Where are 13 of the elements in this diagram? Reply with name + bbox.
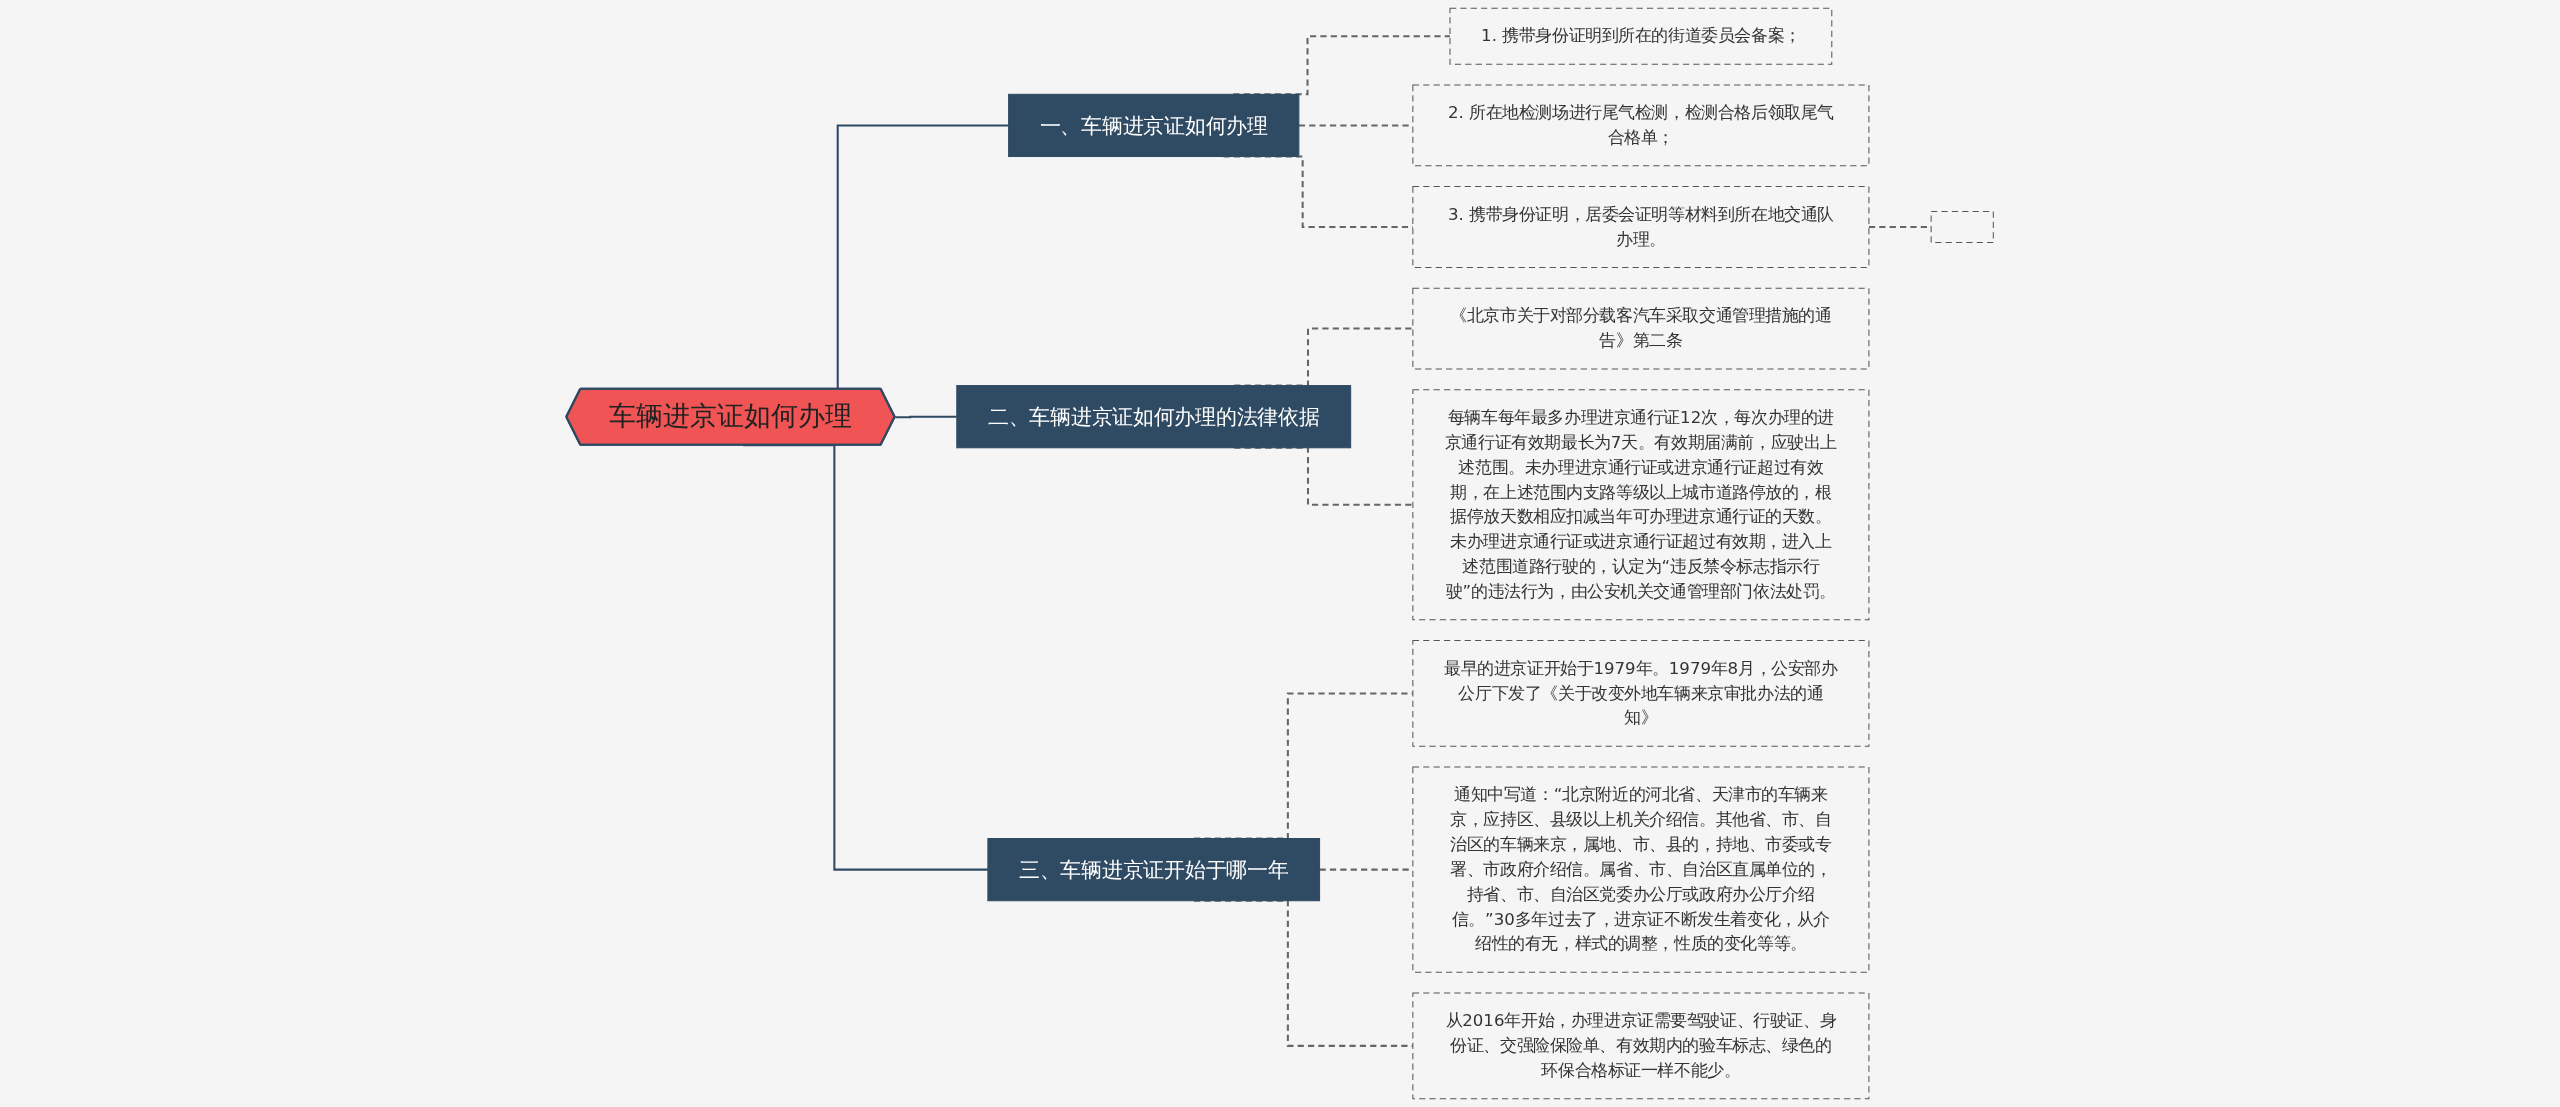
node-box: 1. 携带身份证明到所在的街道委员会备案； [1449, 7, 1833, 65]
node-box: 三、车辆进京证开始于哪一年 [987, 838, 1321, 902]
node-box: 3. 携带身份证明，居委会证明等材料到所在地交通队办理。 [1412, 186, 1870, 268]
node-box: 通知中写道：“北京附近的河北省、天津市的车辆来京，应持区、县级以上机关介绍信。其他省、市、自治区的车辆来京，属地、市、县的，持地、市委或专署、市政府介绍信。属省、市、自治区直属单位的，持省、市、自治区党委办公厅或政府办公厅介绍信。”30多年过去了，进京证不断发生着变化，从介绍性的有无，样式的调整，性质的变化等等。 [1412, 766, 1870, 973]
node-box: 二、车辆进京证如何办理的法律依据 [956, 385, 1352, 449]
node-box: 《北京市关于对部分载客汽车采取交通管理措施的通告》第二条 [1412, 287, 1870, 370]
node-box: 一、车辆进京证如何办理 [1008, 93, 1300, 158]
node-box: 每辆车每年最多办理进京通行证12次，每次办理的进京通行证有效期最长为7天。有效期届满前，应驶出上述范围。未办理进京通行证或进京通行证超过有效期，在上述范围内支路等级以上城市道路停放的，根据停放天数相应扣减当年可办理进京通行证的天数。未办理进京通行证或进京通行证超过有效期，进入上述范围道路行驶的，认定为“违反禁令标志指示行驶”的违法行为，由公安机关交通管理部门依法处罚。 [1412, 389, 1870, 621]
node-box: 从2016年开始，办理进京证需要驾驶证、行驶证、身份证、交强险保险单、有效期内的验车标志、绿色的环保合格标证一样不能少。 [1412, 992, 1870, 1100]
node-box: 2. 所在地检测场进行尾气检测，检测合格后领取尾气合格单； [1412, 84, 1870, 167]
node-box [1930, 210, 1994, 244]
connector [895, 415, 957, 419]
node-box: 最早的进京证开始于1979年。1979年8月，公安部办公厅下发了《关于改变外地车辆来京审批办法的通知》 [1412, 640, 1870, 747]
